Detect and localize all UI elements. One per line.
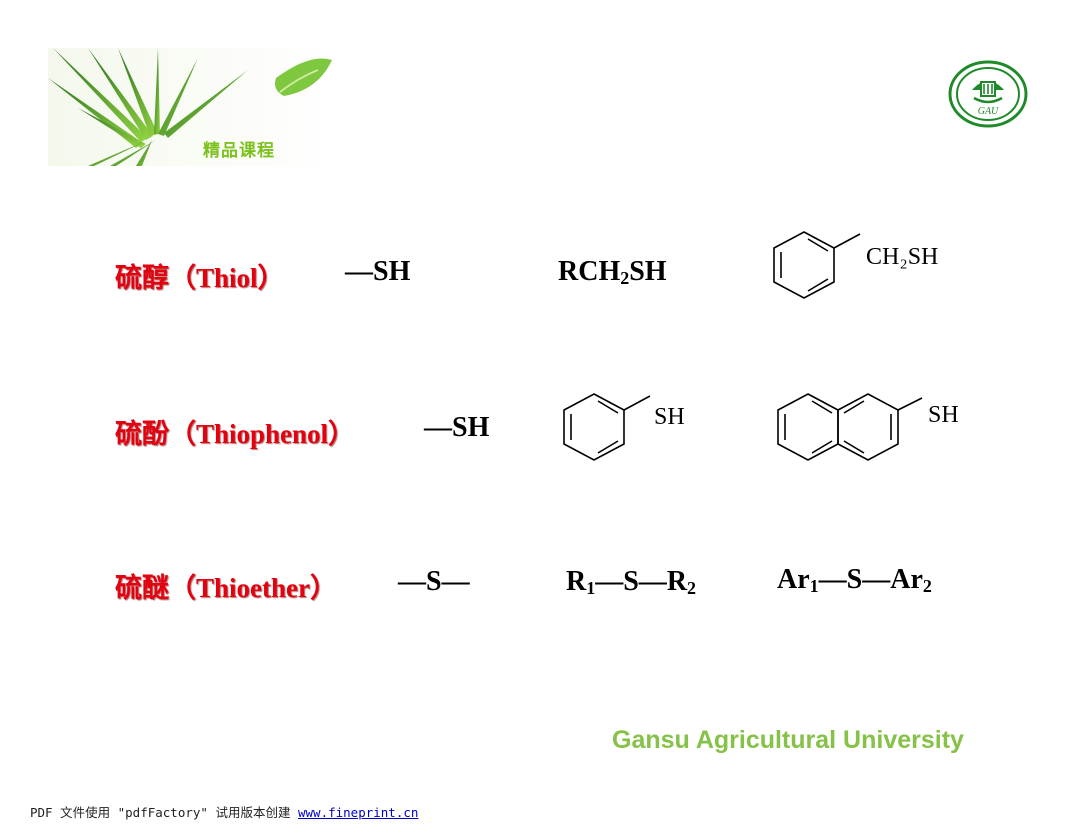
formula-part: R [666,566,688,597]
formula-subscript: 2 [620,268,630,288]
category-thiophenol: 硫酚（Thiophenol） [115,412,355,451]
thiol-group: —SH [345,256,411,287]
formula-part: —S— [595,566,667,597]
formula-part: SH [629,256,667,287]
benzyl-thiol-label: CH₂SH [866,244,938,270]
university-name: Gansu Agricultural University [612,726,964,754]
thiophenol-label: SH [654,404,685,430]
benzyl-thiol-structure: CH₂SH [773,231,938,299]
banner-text: 精品课程 [203,141,275,161]
thiol-formula: RCH2SH [558,256,667,289]
formula-part: Ar [890,564,923,595]
category-thiol-en: （Thiol） [169,263,285,293]
formula-subscript: 1 [809,576,819,596]
dialkyl-sulfide-formula: R1—S—R2 [566,566,696,599]
category-thiol: 硫醇（Thiol） [115,256,285,295]
formula-part: —S— [818,564,891,595]
category-thiol-zh: 硫醇 [115,263,169,294]
formula-part: R [566,566,587,597]
thioether-group: —S— [398,566,470,597]
category-thiophenol-en: （Thiophenol） [169,419,356,449]
formula-part: Ar [777,564,810,595]
formula-part: RCH [558,256,621,287]
category-thioether-zh: 硫醚 [115,573,169,604]
thiophenol-structure: SH [563,393,685,461]
formula-subscript: 2 [922,576,932,596]
naphthalenethiol-structure: SH [777,393,959,461]
logo-text: GAU [978,106,999,117]
category-thioether: 硫醚（Thioether） [115,566,337,605]
university-logo: GAU [948,60,1028,128]
formula-subscript: 1 [586,578,596,598]
category-thiophenol-zh: 硫酚 [115,419,169,450]
formula-subscript: 2 [687,578,697,598]
pdf-note: PDF 文件使用 "pdfFactory" 试用版本创建 www.finepri… [30,802,418,821]
diaryl-sulfide-formula: Ar1—S—Ar2 [777,564,932,597]
thiophenol-group: —SH [424,412,490,443]
pdf-note-text: PDF 文件使用 "pdfFactory" 试用版本创建 [30,805,291,820]
category-thioether-en: （Thioether） [169,573,337,603]
pdf-link[interactable]: www.fineprint.cn [298,805,419,820]
leaf-banner-image [48,48,332,166]
naphthalenethiol-label: SH [928,402,959,428]
